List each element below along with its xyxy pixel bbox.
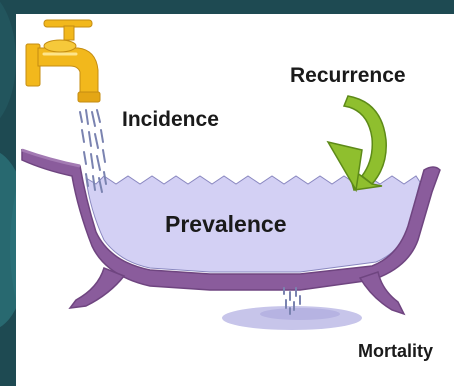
label-prevalence: Prevalence [165, 211, 286, 238]
tub-foot-right [360, 272, 404, 314]
water-faucet-icon [26, 20, 100, 102]
tub-foot-left [70, 268, 124, 308]
recurrence-curved-arrow-icon [328, 96, 386, 190]
label-recurrence: Recurrence [290, 64, 406, 88]
label-mortality: Mortality [358, 341, 433, 362]
label-incidence: Incidence [122, 108, 219, 132]
slide-accent-arc [10, 190, 16, 300]
